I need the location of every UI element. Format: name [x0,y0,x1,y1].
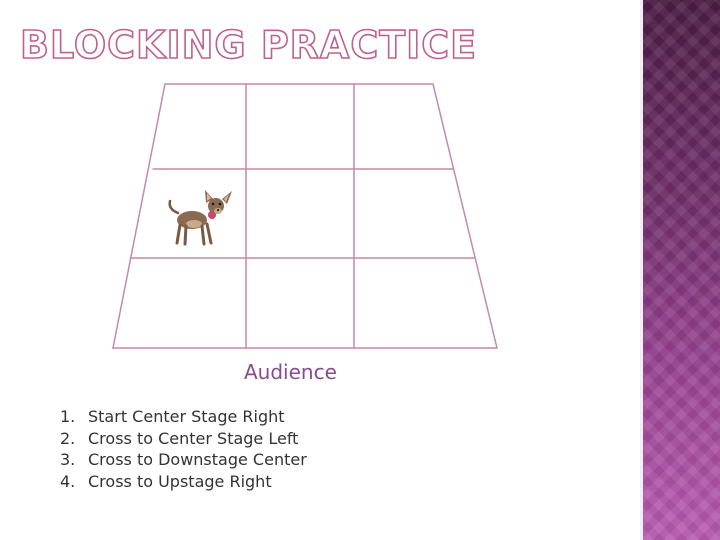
chihuahua-dog-icon [168,190,232,246]
instruction-item: 3. Cross to Downstage Center [60,449,307,471]
instruction-text: Cross to Downstage Center [88,450,307,469]
slide-title: BLOCKING PRACTICE [19,23,478,67]
instruction-item: 2. Cross to Center Stage Left [60,428,307,450]
blocking-instructions-list: 1. Start Center Stage Right 2. Cross to Ce… [60,406,307,492]
instruction-item: 1. Start Center Stage Right [60,406,307,428]
stage-grid [112,83,498,349]
decorative-side-panel [640,0,720,540]
instruction-number: 4. [60,471,76,491]
instruction-number: 1. [60,407,76,426]
instruction-item: 4. Cross to Upstage Right [60,471,307,493]
stage-outline [112,83,498,349]
instruction-text: Cross to Upstage Right [88,471,272,491]
instruction-number: 2. [60,428,76,448]
instruction-text: Start Center Stage Right [88,407,285,426]
audience-label: Audience [244,360,337,384]
instruction-number: 3. [60,450,76,469]
instruction-text: Cross to Center Stage Left [88,428,299,448]
stage-diagram [112,83,498,349]
